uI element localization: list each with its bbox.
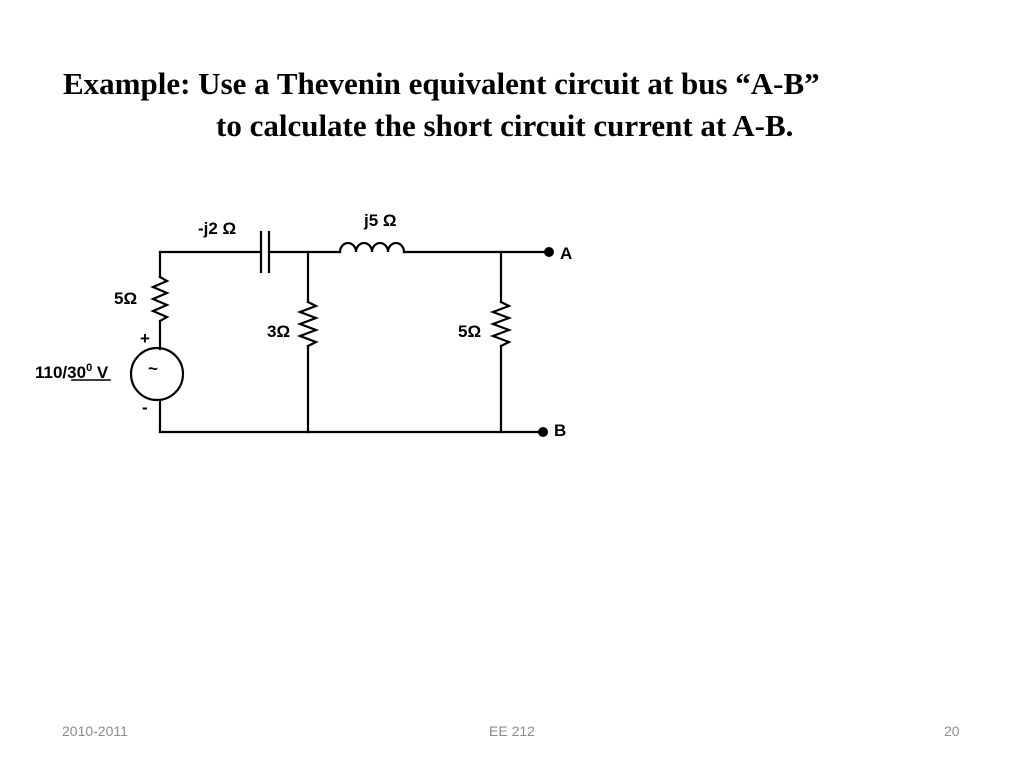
slide-title-line-1: Example: Use a Thevenin equivalent circu…	[63, 66, 820, 101]
source-voltage-magnitude: 110/30	[35, 363, 86, 382]
plus-sign: +	[140, 329, 150, 348]
footer-date: 2010-2011	[62, 723, 128, 739]
footer-course: EE 212	[489, 723, 535, 739]
terminal-b-label: B	[554, 421, 566, 440]
series-resistor-zigzag	[150, 275, 170, 323]
middle-resistor-label: 3Ω	[267, 322, 290, 341]
terminal-a-label: A	[560, 244, 572, 263]
series-resistor-label: 5Ω	[114, 289, 137, 308]
inductor-label: j5 Ω	[363, 211, 397, 230]
minus-sign: -	[142, 398, 148, 417]
middle-resistor-zigzag	[296, 300, 320, 348]
terminal-a-dot	[544, 247, 554, 257]
inductor-coil	[338, 241, 406, 254]
source-voltage-unit: V	[92, 363, 109, 382]
slide-title-line-2: to calculate the short circuit current a…	[216, 108, 794, 143]
right-resistor-label: 5Ω	[458, 322, 481, 341]
capacitor-label: -j2 Ω	[198, 219, 236, 238]
ac-source-symbol: ~	[148, 359, 158, 378]
source-voltage-exponent: 0	[86, 362, 92, 374]
terminal-b-dot	[538, 427, 548, 437]
footer-page-number: 20	[944, 723, 960, 739]
ac-source-circle	[129, 346, 185, 402]
right-resistor-zigzag	[489, 300, 513, 348]
source-voltage-label: 110/300 V	[35, 362, 109, 382]
